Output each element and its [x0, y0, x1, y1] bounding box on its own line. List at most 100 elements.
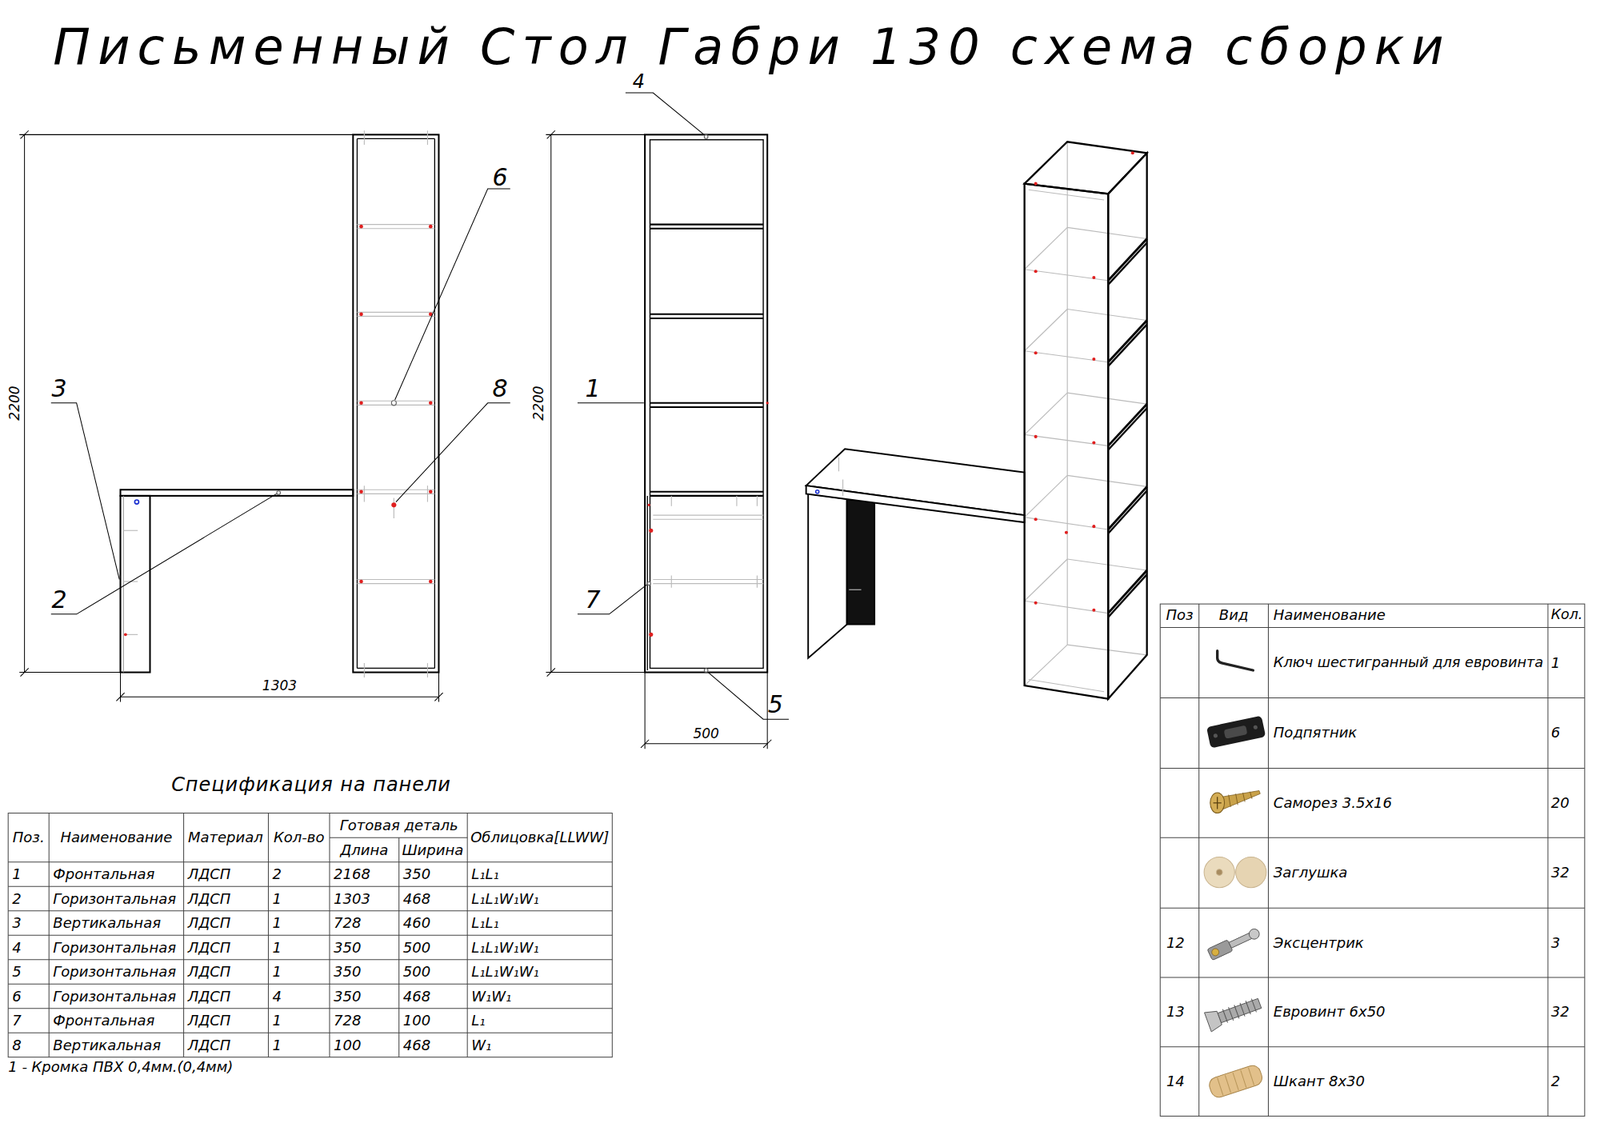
fixing-dot [1092, 276, 1096, 280]
fixing-dot [1064, 531, 1068, 535]
shelf-line [356, 224, 435, 225]
side-view [644, 134, 768, 672]
dowel-icon [1207, 1064, 1264, 1100]
table-header: Наименование [1273, 607, 1386, 624]
table-cell: 14 [1166, 1073, 1185, 1090]
isometric-view [1108, 404, 1147, 446]
shelf-line [652, 583, 764, 584]
shelf-line [1067, 227, 1147, 239]
fixing-dot [428, 401, 433, 406]
fixing-dot [359, 224, 364, 229]
callout-point [276, 491, 281, 496]
dimension-line [550, 134, 552, 672]
dimension-line [763, 740, 772, 748]
callout-point [391, 400, 396, 406]
fixing-dot [816, 490, 820, 494]
table-cell: 1 [272, 940, 282, 956]
isometric-view [1108, 320, 1147, 363]
fixing-dot [134, 500, 139, 504]
dimension-line [19, 672, 120, 673]
table-cell: 350 [333, 964, 361, 980]
fixing-dot [428, 580, 433, 584]
fixing-dot [1034, 435, 1038, 439]
euroscrew-icon [1234, 1004, 1240, 1019]
callout-number: 4 [632, 71, 645, 92]
table-cell: 100 [333, 1037, 361, 1054]
table-cell: ЛДСП [188, 866, 232, 883]
fixing-dot [648, 401, 769, 637]
front-view [356, 138, 435, 140]
table-cell: 500 [403, 964, 431, 980]
shelf-line [427, 663, 428, 678]
table-grid [1160, 768, 1585, 769]
shelf-line [427, 485, 428, 502]
glide-pad-icon [1206, 716, 1266, 749]
shelf-line [756, 496, 758, 507]
table-cell: 468 [403, 988, 431, 1005]
table-cell: 3 [1551, 935, 1560, 952]
shelf-line [356, 583, 435, 584]
front-view [120, 489, 354, 496]
shelf-line [364, 130, 365, 145]
fixing-dot [1034, 351, 1038, 355]
table-cell: L₁L₁W₁W₁ [471, 940, 540, 956]
table-grid [1160, 976, 1585, 978]
cap-icon [1204, 856, 1235, 888]
table-grid [8, 935, 612, 936]
table-cell: 13 [1166, 1004, 1185, 1020]
euroscrew-icon [1222, 1009, 1228, 1024]
leader-line [51, 493, 277, 615]
leader-line [51, 403, 120, 580]
callout-point [704, 135, 708, 140]
table-cell: 1 [272, 1012, 282, 1029]
isometric-view [1024, 141, 1148, 699]
isometric-view [1108, 491, 1147, 535]
table-cell: 1 [12, 866, 21, 883]
shelf-line [842, 479, 844, 496]
cam-icon [1247, 927, 1261, 941]
fixing-dot [1092, 524, 1096, 528]
table-header: Наименование [60, 829, 172, 846]
dimension-line [547, 130, 556, 139]
leader-line [708, 672, 789, 720]
euroscrew-icon [1240, 1003, 1245, 1017]
shelf-line [356, 316, 435, 317]
table-cell: Эксцентрик [1273, 935, 1364, 952]
table-note: 1 - Кромка ПВХ 0,4мм.(0,4мм) [8, 1059, 233, 1076]
fixing-dot [766, 401, 769, 404]
side-view [644, 134, 768, 672]
table-cell: 6 [12, 988, 21, 1005]
table-header: Длина [340, 842, 388, 859]
callout-number: 6 [492, 163, 508, 190]
table-header: Вид [1219, 607, 1249, 624]
screw-icon [1228, 795, 1232, 808]
table-header: Готовая деталь [340, 817, 459, 834]
screw-icon [1222, 791, 1260, 810]
front-view [120, 134, 440, 672]
euroscrew-icon [1204, 993, 1264, 1032]
table-cell: 12 [1166, 935, 1185, 952]
dimension-text: 500 [692, 726, 719, 742]
table-cell: 7 [12, 1012, 21, 1029]
fixing-dot [1034, 601, 1038, 605]
dimension-text: 1303 [262, 678, 297, 694]
table-cell: Евровинт 6x50 [1273, 1004, 1386, 1020]
shelf-line [1024, 308, 1068, 351]
fixing-dot [359, 580, 364, 584]
table-cell: 1 [272, 915, 282, 932]
dimension-line [545, 130, 772, 749]
table-header: Кол-во [273, 829, 324, 846]
fixing-dot [648, 528, 653, 533]
dimension-line [20, 130, 29, 139]
table-cell: W₁ [471, 1037, 492, 1054]
table-cell: 4 [272, 988, 282, 1005]
leader-line [625, 92, 704, 135]
table-cell: 728 [333, 915, 361, 932]
glide-pad-icon [1224, 725, 1248, 740]
table-header: Поз. [12, 829, 45, 846]
table-grid [1160, 604, 1585, 1116]
table-cell: 100 [403, 1012, 431, 1029]
table-cell: 468 [403, 1037, 431, 1054]
table-header: Кол. [1551, 608, 1584, 624]
table-cell: ЛДСП [188, 915, 232, 932]
